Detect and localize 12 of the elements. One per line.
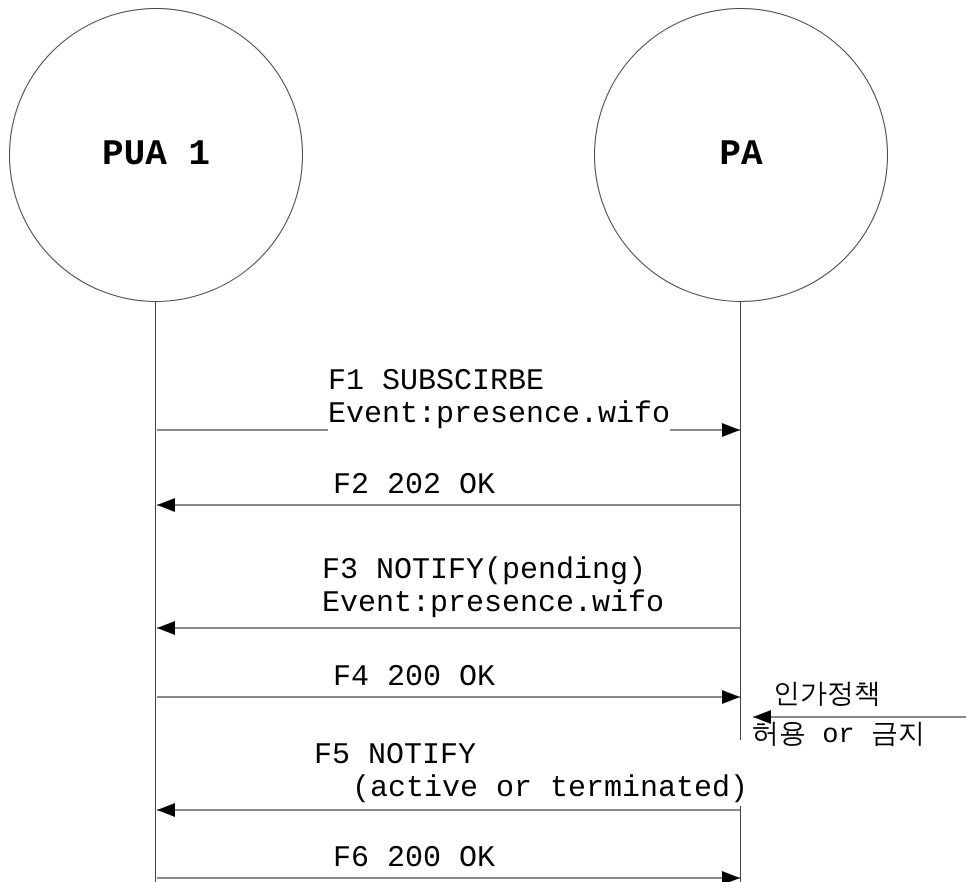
message-arrow [157, 803, 740, 817]
note-text: 허용 or 금지 [752, 720, 925, 752]
lifeline [155, 302, 157, 882]
entity-name: PUA 1 [102, 133, 210, 177]
message-arrow [157, 498, 740, 512]
message-label: F1 SUBSCIRBE Event:presence.wifo [328, 366, 670, 432]
message-arrow [157, 690, 740, 704]
entity-name: PA [719, 133, 763, 177]
message-arrow [157, 871, 740, 882]
message-arrow [753, 710, 966, 724]
note-text: 인가정책 [773, 680, 881, 712]
message-arrow [157, 621, 740, 635]
